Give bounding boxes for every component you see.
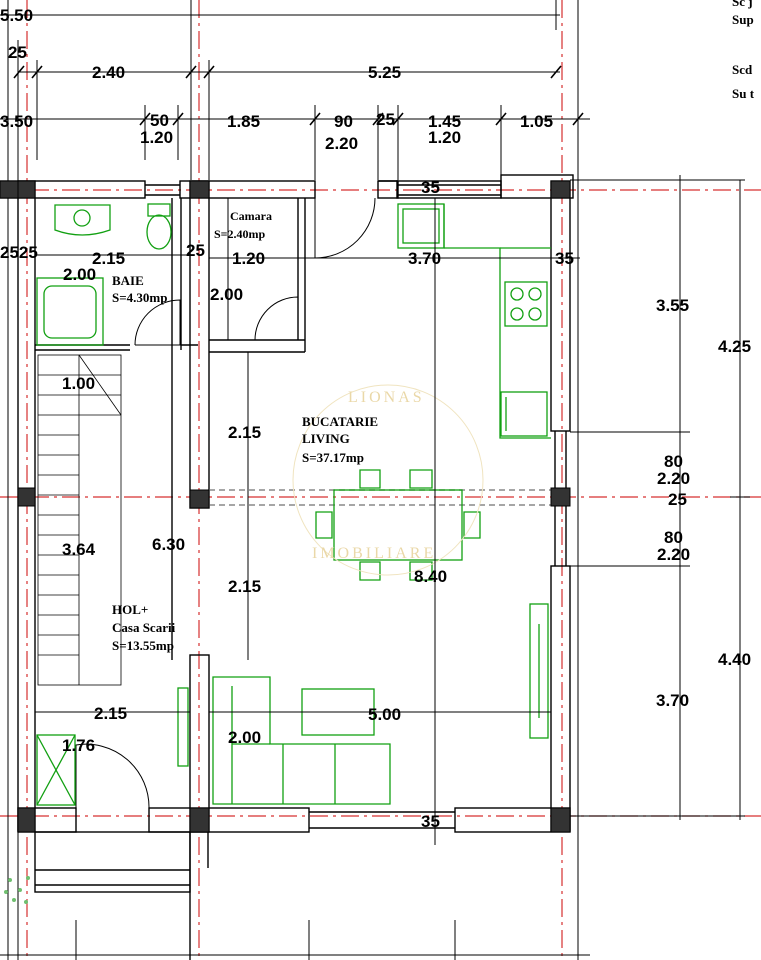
dim-215-b: 2.15 <box>228 577 261 596</box>
dim-176: 1.76 <box>62 736 95 755</box>
dim-120-a: 1.20 <box>140 128 173 147</box>
dim-350: 3.50 <box>0 112 33 131</box>
dim-35-right: 35 <box>555 249 574 268</box>
dim-364: 3.64 <box>62 540 96 559</box>
dim-25-right: 25 <box>668 490 687 509</box>
corner-note-2: Sup <box>732 12 754 27</box>
room-labels: BAIE S=4.30mp Camara S=2.40mp BUCATARIE … <box>112 209 378 653</box>
room-bucatarie-name-1: BUCATARIE <box>302 414 378 429</box>
dim-top-240: 2.40 <box>92 63 125 82</box>
dim-370-right: 3.70 <box>656 691 689 710</box>
dishwasher-icon <box>500 391 548 437</box>
bottom-dimension-lines <box>0 920 590 960</box>
tick-marks <box>13 65 584 126</box>
dim-630: 6.30 <box>152 535 185 554</box>
dim-425: 4.25 <box>718 337 751 356</box>
room-baie-area: S=4.30mp <box>112 290 167 305</box>
corner-note-3: Scd <box>732 62 753 77</box>
room-camara-area: S=2.40mp <box>214 227 266 241</box>
room-hol-area: S=13.55mp <box>112 638 174 653</box>
dim-25-mid: 25 <box>186 241 205 260</box>
dining-table-icon <box>333 489 463 561</box>
walls <box>0 174 574 960</box>
dim-215-a: 2.15 <box>228 423 261 442</box>
room-bucatarie-area: S=37.17mp <box>302 450 364 465</box>
room-baie-name: BAIE <box>112 273 144 288</box>
dim-220-a: 2.20 <box>657 469 690 488</box>
dim-50: 50 <box>150 111 169 130</box>
dim-80-a: 80 <box>664 452 683 471</box>
dim-840: 8.40 <box>414 567 447 586</box>
dim-355: 3.55 <box>656 296 689 315</box>
bathtub-icon <box>36 277 104 346</box>
room-hol-name-1: HOL+ <box>112 602 148 617</box>
room-hol-name-2: Casa Scarii <box>112 620 176 635</box>
watermark-line1: LIONAS <box>348 389 425 406</box>
dim-200-camara: 2.00 <box>210 285 243 304</box>
dim-35-top: 35 <box>421 178 440 197</box>
corner-note-1: Sc j <box>732 0 753 9</box>
dim-80-b: 80 <box>664 528 683 547</box>
room-camara-name: Camara <box>230 209 272 223</box>
dim-215-hol: 2.15 <box>94 704 127 723</box>
tv-unit-icon <box>529 603 549 739</box>
toilet-icon <box>147 203 171 217</box>
dim-top-25: 25 <box>8 43 27 62</box>
room-bucatarie-name-2: LIVING <box>302 431 350 446</box>
dim-440: 4.40 <box>718 650 751 669</box>
fixtures <box>36 203 551 806</box>
dim-25-top: 25 <box>376 110 395 129</box>
stove-icon <box>504 281 548 327</box>
watermark-line2: IMOBILIARE <box>312 545 436 562</box>
dim-105: 1.05 <box>520 112 553 131</box>
sofa-icon <box>212 676 391 805</box>
dim-185: 1.85 <box>227 112 260 131</box>
shoe-cabinet-icon <box>36 734 76 806</box>
watermark: LIONAS IMOBILIARE <box>292 384 484 576</box>
dim-corner: 5.50 <box>0 6 33 25</box>
dim-2525: 2525 <box>0 243 38 262</box>
dim-100: 1.00 <box>62 374 95 393</box>
dim-200-sofa: 2.00 <box>228 728 261 747</box>
dim-200-baie: 2.00 <box>63 265 96 284</box>
plants-icon <box>4 876 30 904</box>
dim-90: 90 <box>334 112 353 131</box>
dim-35-bottom: 35 <box>421 812 440 831</box>
fridge-icon <box>397 203 445 249</box>
dim-145: 1.45 <box>428 112 461 131</box>
right-dimension-lines <box>570 175 750 820</box>
structural-columns <box>0 180 571 833</box>
dim-120-camara: 1.20 <box>232 249 265 268</box>
sink-icon <box>54 204 111 236</box>
dim-120-b: 1.20 <box>428 128 461 147</box>
dim-top-525: 5.25 <box>368 63 401 82</box>
dim-220-top: 2.20 <box>325 134 358 153</box>
staircase <box>37 354 122 686</box>
dimension-labels: 5.50 Sc j Sup Scd Su t 25 2.40 5.25 3.50… <box>0 0 755 845</box>
dim-370: 3.70 <box>408 249 441 268</box>
dim-215-baie: 2.15 <box>92 249 125 268</box>
corner-note-4: Su t <box>732 86 755 101</box>
dim-500: 5.00 <box>368 705 401 724</box>
dim-220-b: 2.20 <box>657 545 690 564</box>
